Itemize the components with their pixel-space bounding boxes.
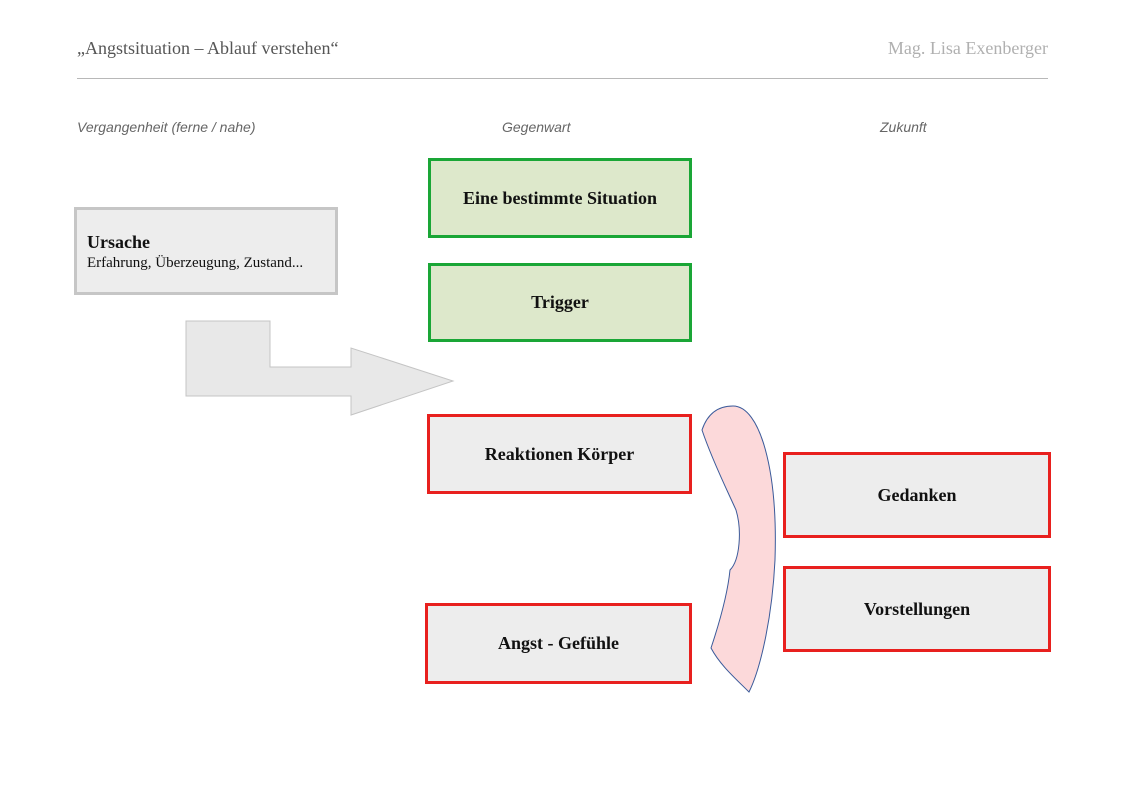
- column-label-future: Zukunft: [880, 119, 927, 135]
- document-title: „Angstsituation – Ablauf verstehen“: [77, 38, 339, 58]
- curved-arrow-shape: [701, 405, 776, 693]
- cause-box[interactable]: Ursache Erfahrung, Überzeugung, Zustand.…: [74, 207, 338, 295]
- document-author: Mag. Lisa Exenberger: [887, 38, 1048, 58]
- header-divider: [77, 78, 1048, 79]
- anxiety-feelings-box[interactable]: Angst - Gefühle: [425, 603, 692, 684]
- imaginations-box[interactable]: Vorstellungen: [783, 566, 1051, 652]
- situation-box[interactable]: Eine bestimmte Situation: [428, 158, 692, 238]
- cause-title: Ursache: [87, 232, 150, 252]
- cause-detail: Erfahrung, Überzeugung, Zustand...: [87, 255, 304, 271]
- column-label-past: Vergangenheit (ferne / nahe): [77, 119, 256, 135]
- column-label-present: Gegenwart: [502, 119, 571, 135]
- bent-arrow-shape: [185, 320, 455, 416]
- trigger-box[interactable]: Trigger: [428, 263, 692, 342]
- body-reactions-box[interactable]: Reaktionen Körper: [427, 414, 692, 494]
- thoughts-box[interactable]: Gedanken: [783, 452, 1051, 538]
